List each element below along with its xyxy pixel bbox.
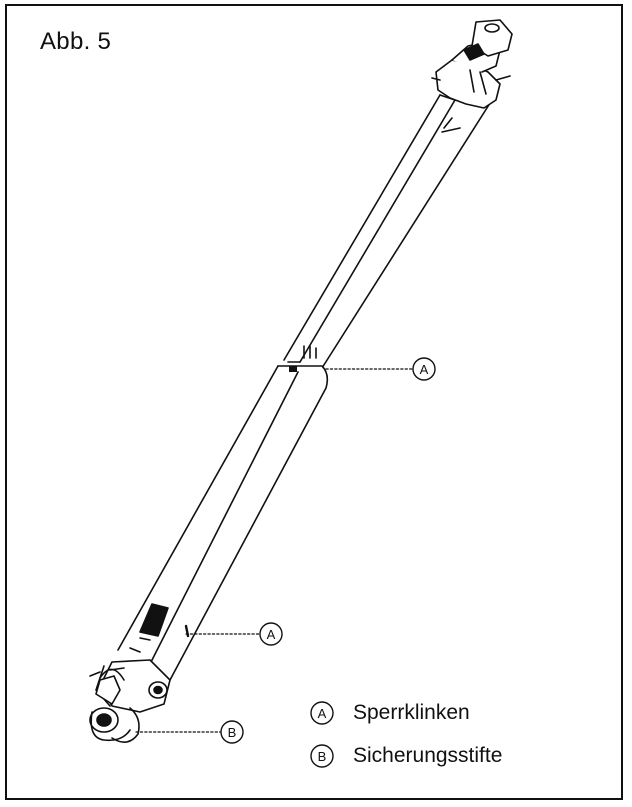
legend-marker-b-letter: B bbox=[318, 749, 327, 764]
callout-b bbox=[220, 720, 244, 744]
callout-a-lower-letter: A bbox=[267, 627, 276, 642]
bottom-yoke bbox=[89, 659, 171, 743]
lower-details bbox=[129, 603, 190, 653]
outer-tube bbox=[117, 345, 329, 681]
inner-tube bbox=[283, 94, 493, 369]
callout-b-letter: B bbox=[228, 725, 237, 740]
callout-a-lower bbox=[259, 622, 283, 646]
legend-marker-b bbox=[310, 744, 334, 768]
legend-label-sicherungsstifte: Sicherungsstifte bbox=[353, 744, 503, 767]
leader-lines bbox=[135, 368, 413, 733]
legend-marker-a bbox=[310, 701, 334, 725]
callout-a-upper bbox=[412, 357, 436, 381]
top-yoke bbox=[431, 19, 513, 109]
legend-label-sperrklinken: Sperrklinken bbox=[353, 701, 470, 724]
callouts bbox=[220, 357, 436, 768]
figure-title: Abb. 5 bbox=[40, 28, 112, 55]
legend-marker-a-letter: A bbox=[318, 706, 327, 721]
callout-a-upper-letter: A bbox=[420, 362, 429, 377]
